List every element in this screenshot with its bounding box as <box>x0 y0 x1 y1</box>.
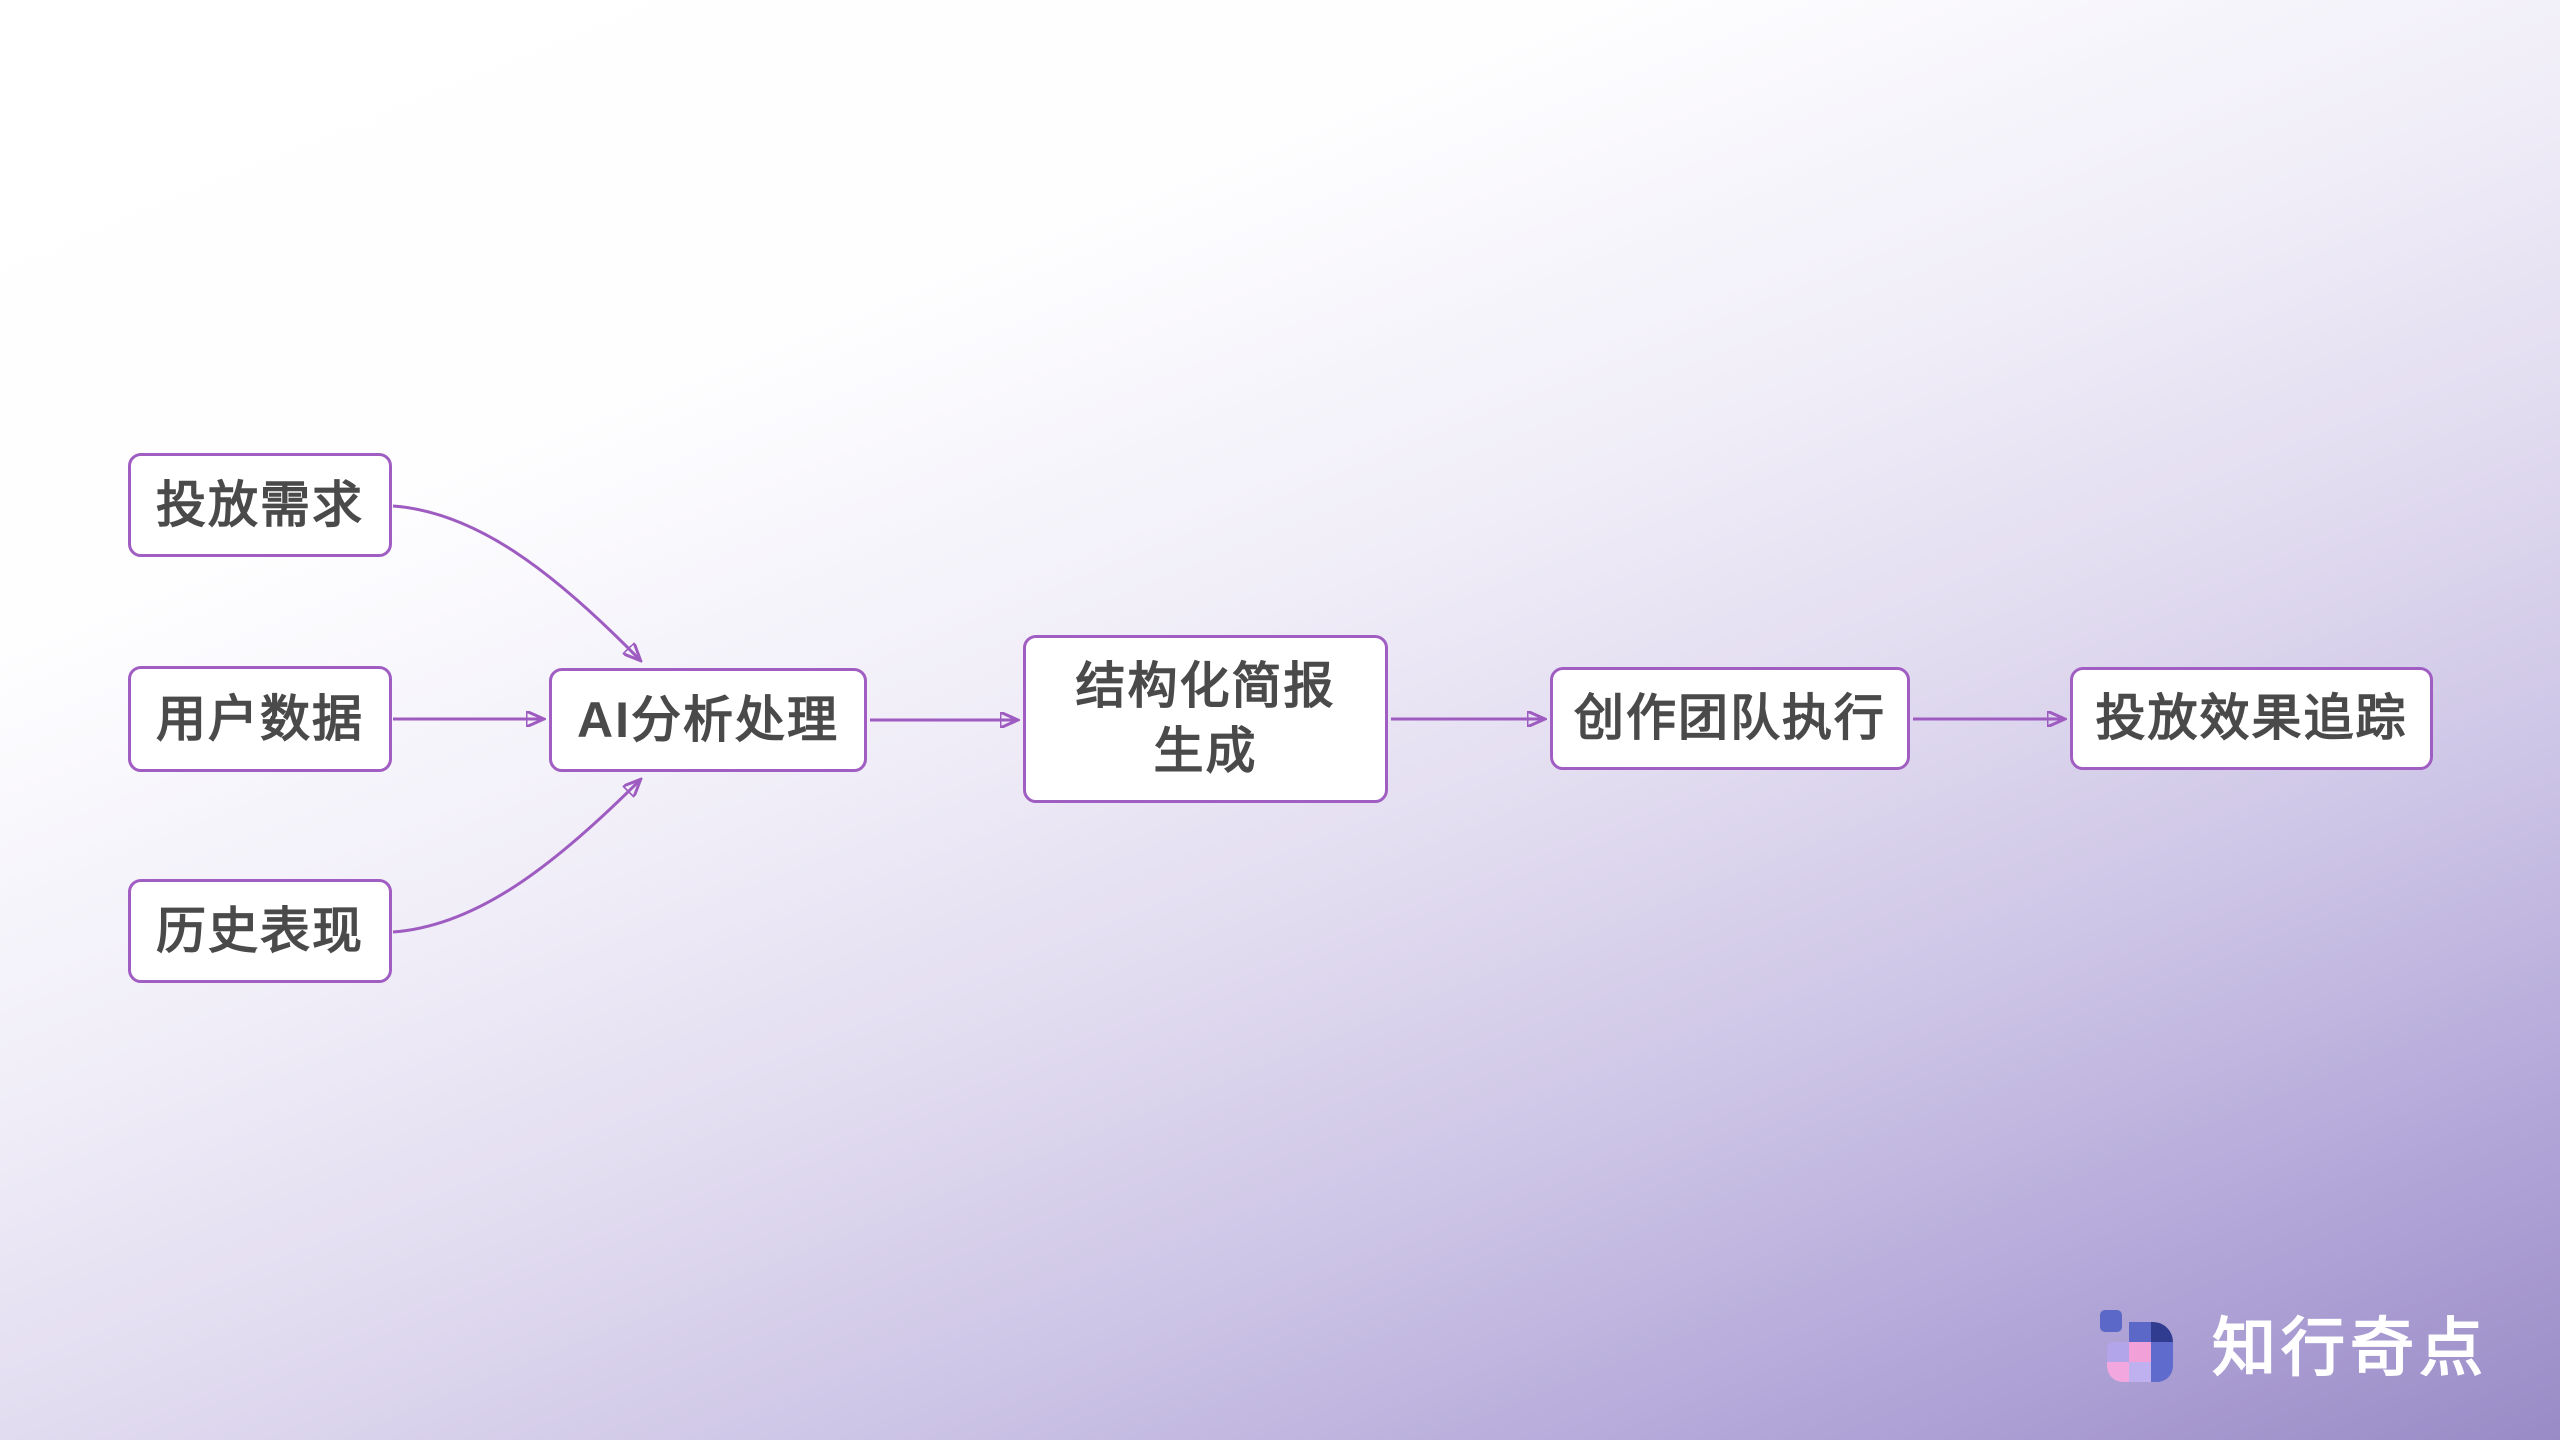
logo-cell-lavender-2 <box>2129 1362 2151 1382</box>
logo-cell-empty <box>2107 1322 2129 1342</box>
edge-demand-to-ai <box>392 504 640 660</box>
brand-logo-text: 知行奇点 <box>2212 1312 2488 1384</box>
pixel-grid-logo-icon <box>2100 1310 2178 1386</box>
flow-node-demand[interactable]: 投放需求 <box>128 453 392 557</box>
logo-icon-grid <box>2107 1322 2173 1382</box>
logo-cell-pink <box>2129 1342 2151 1362</box>
logo-cell-violet <box>2151 1342 2173 1362</box>
logo-cell-lavender <box>2107 1342 2129 1362</box>
flow-node-effect-tracking[interactable]: 投放效果追踪 <box>2070 667 2433 770</box>
flow-node-creative-team[interactable]: 创作团队执行 <box>1550 667 1910 770</box>
flow-node-userdata[interactable]: 用户数据 <box>128 666 392 772</box>
logo-cell-pink-2 <box>2107 1362 2129 1382</box>
brand-logo: 知行奇点 <box>2100 1310 2488 1386</box>
flow-node-history[interactable]: 历史表现 <box>128 879 392 983</box>
logo-cell-blue <box>2129 1322 2151 1342</box>
flow-node-brief-generation[interactable]: 结构化简报生成 <box>1023 635 1388 803</box>
logo-cell-navy <box>2151 1322 2173 1342</box>
logo-cell-violet-2 <box>2151 1362 2173 1382</box>
flow-node-ai-processing[interactable]: AI分析处理 <box>549 668 867 772</box>
logo-icon-detached-square <box>2100 1310 2122 1332</box>
edge-history-to-ai <box>392 780 640 934</box>
